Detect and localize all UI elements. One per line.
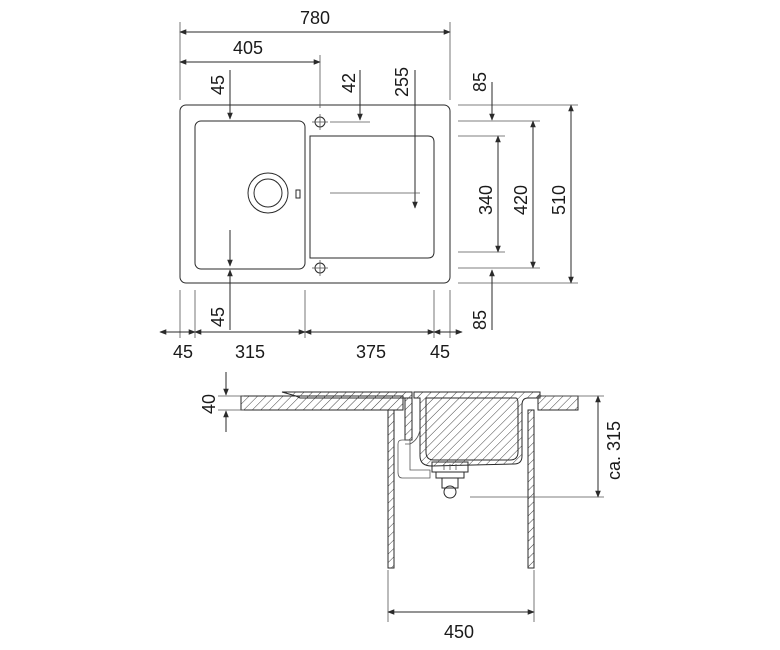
cabinet-side-left (387, 409, 395, 569)
dim-bowl-bottom-offset: 45 (208, 307, 228, 327)
drain-inner-circle (253, 178, 283, 208)
dim-drainer-offset: 255 (392, 67, 412, 97)
overflow-slot (295, 189, 301, 199)
dim-overall-depth: 510 (549, 185, 569, 215)
dim-tap-hole-offset: 42 (339, 73, 359, 93)
dim-bottom-drainer-width: 375 (356, 342, 386, 362)
dim-bottom-bowl-width: 315 (235, 342, 265, 362)
dim-bowl-depth-approx: ca. 315 (604, 421, 624, 480)
bowl-cross-section (413, 391, 541, 467)
dim-bottom-right-margin: 45 (430, 342, 450, 362)
dim-drainer-depth: 420 (511, 185, 531, 215)
dim-bowl-depth: 340 (476, 185, 496, 215)
drain-outer-circle (247, 172, 289, 214)
dim-bottom-left-margin: 45 (173, 342, 193, 362)
dim-worktop-thickness: 40 (199, 394, 219, 414)
dim-right-top-margin: 85 (470, 72, 490, 92)
section-view: 40 ca. 315 450 (199, 372, 624, 642)
top-view: 780 405 45 42 255 45 45 315 375 45 (159, 8, 578, 362)
dim-cabinet-width: 450 (444, 622, 474, 642)
drainer-outline (309, 135, 435, 259)
dim-overall-width: 780 (300, 8, 330, 28)
worktop-right (537, 395, 579, 411)
overflow-pipe (397, 439, 431, 479)
cabinet-side-right (527, 409, 535, 569)
dim-bowl-top-offset: 45 (208, 75, 228, 95)
dim-right-bottom-margin: 85 (470, 310, 490, 330)
sink-cross-section (281, 391, 413, 399)
bowl-outline (194, 120, 306, 270)
dim-bowl-area-width: 405 (233, 38, 263, 58)
sink-outline (179, 104, 451, 284)
